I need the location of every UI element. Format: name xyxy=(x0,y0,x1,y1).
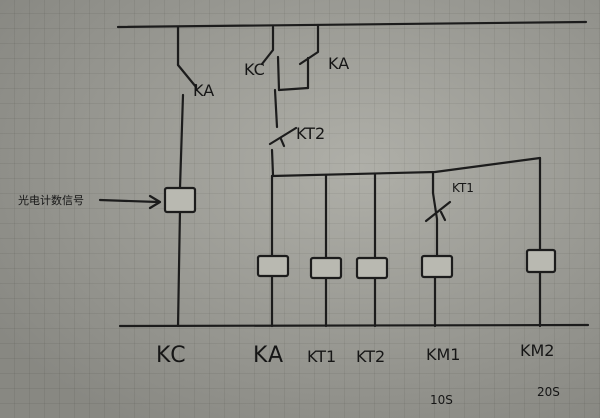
bottom-label-km1: KM1 xyxy=(426,345,461,364)
kt2-contact xyxy=(268,88,298,177)
bottom-label-ka: KA xyxy=(253,343,285,368)
km1-time-label: 10S xyxy=(430,393,453,407)
kc-start-branch xyxy=(260,25,281,92)
bottom-label-kt2: KT2 xyxy=(356,347,386,366)
kt1-contact xyxy=(424,191,452,223)
bottom-label-km2: KM2 xyxy=(520,341,555,360)
km2-time-label: 20S xyxy=(537,385,560,399)
kc-contact-label: KC xyxy=(244,60,265,79)
ka-contact-kc-rung xyxy=(176,63,198,92)
kc-counter-coil xyxy=(163,186,197,214)
parallel-join-wire xyxy=(277,86,310,92)
sensor-input-label: 光电计数信号 xyxy=(18,194,84,207)
ka-coil xyxy=(256,254,290,278)
kt1-coil xyxy=(309,256,343,280)
ka-hold-branch xyxy=(298,23,320,90)
sensor-input-arrow xyxy=(98,194,162,210)
bottom-power-rail xyxy=(118,323,590,328)
kt2-contact-label: KT2 xyxy=(296,124,326,143)
kc-rung-wire xyxy=(176,25,185,328)
kt1-contact-label: KT1 xyxy=(452,181,474,195)
ka-contact-label-kc-rung: KA xyxy=(193,81,215,100)
km1-coil xyxy=(420,254,454,279)
top-power-rail xyxy=(116,20,588,29)
km1-branch-wire xyxy=(431,170,439,328)
bottom-label-kt1: KT1 xyxy=(307,347,337,366)
bottom-label-kc: KC xyxy=(156,343,187,368)
kt2-coil xyxy=(355,256,389,280)
km2-coil xyxy=(525,248,557,274)
ka-hold-contact-label: KA xyxy=(328,54,350,73)
distribution-bus xyxy=(270,156,542,178)
